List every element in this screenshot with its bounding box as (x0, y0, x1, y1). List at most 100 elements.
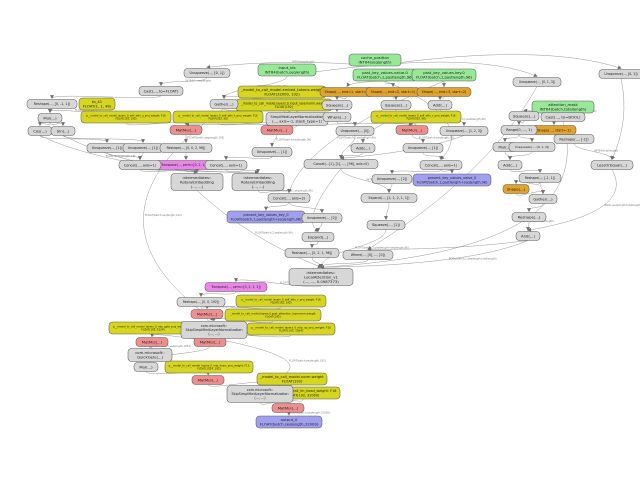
node-label: MatMul(...) (197, 311, 218, 316)
node-w_q: p__model_to_call_model_layers_0_self_att… (80, 110, 172, 124)
node-concat_shape: Concat(...[1], [1], ..., [96], axis=0) (303, 159, 379, 169)
edge-label: FLOAT(batch,seqlength,32000) (290, 411, 330, 415)
node-label: MatMul(...) (142, 339, 163, 344)
node-label: FLOAT(192, 192) (116, 116, 137, 120)
node-label: intermediates:: (183, 175, 212, 180)
node-label: FLOAT(1, 1, 48) (83, 105, 112, 109)
node-w_up: p__model_to_call_model_layers_0_mlp_up_p… (246, 322, 336, 336)
edge (509, 169, 542, 174)
node-label: p__model_to_call_model_layers_0_self_att… (376, 113, 455, 117)
edge-label: FLOAT(batch,1,pastlength,96) (337, 135, 376, 139)
node-label: FLOAT(192, 1024) (141, 327, 164, 331)
node-cos: Cos(...) (27, 126, 53, 136)
node-label: QuickGelu(...) (137, 355, 164, 360)
node-label: Reshape(..., [-1, 1]) (525, 176, 555, 180)
edge-label: FLOAT(batch,seqlength,1024) (153, 344, 191, 348)
node-label: Concat(..., axis=1) (124, 163, 157, 167)
node-label: Unsqueeze(..., [1]) (128, 146, 158, 150)
node-label: Squeeze(...) (326, 103, 349, 107)
node-label: Reshape(..., [0, -1, 1]) (34, 102, 71, 106)
edge (62, 135, 145, 144)
node-label: to_41 (92, 100, 102, 104)
node-concat_b: Concat(..., axis=1) (204, 160, 248, 170)
node-gather_e: Gather(...) (209, 99, 239, 109)
node-w_embed: _model_to_call_model.embed_tokens.weight… (237, 85, 327, 99)
node-concat_a: Concat(..., axis=1) (118, 160, 162, 170)
edge (527, 203, 544, 213)
node-w_k: p__model_to_call_model_layers_0_self_att… (172, 110, 264, 124)
node-label: INT64(batch,totallength) (540, 107, 587, 112)
edge-label: FLOAT(batch,seqlength,192) (188, 135, 225, 139)
edge (503, 134, 520, 143)
node-unsq_b1: Unsqueeze(..., [1]) (86, 143, 128, 153)
node-label: Reshape(..., [0, 2, 1, 96]) (292, 251, 333, 255)
node-sq_b: Squeeze(...) (380, 100, 412, 110)
edge: INT64(totallength) (573, 143, 618, 161)
node-tr2: Transpose(..., perm=[0, 2, 1, 3]) (204, 282, 268, 292)
node-label: Unsqueeze(..., [0, 1, 3]) (519, 80, 555, 84)
node-w_v: p__model_to_call_model_layers_0_self_att… (370, 110, 462, 124)
node-label: Shape(..., end=2, start=1) (371, 90, 416, 94)
node-label: past_key_values.key.0 (423, 71, 465, 75)
node-unsq_d1: Unsqueeze(..., [1]) (251, 147, 293, 157)
node-label: Reshape(..., [0, 0, 192]) (183, 300, 219, 304)
node-label: SkipSimplifiedLayerNormalization (185, 328, 242, 332)
graph-nodes: input_idsINT64(batch,seqlength)cache_pos… (26, 53, 640, 429)
edge-label: FLOAT(1,seqlength,48) (106, 154, 135, 158)
edge (518, 134, 534, 143)
node-past_value: past_key_values.value.0FLOAT(batch,1,pas… (352, 68, 418, 82)
node-mm_q: MatMul(...) (169, 125, 203, 135)
node-label: Sin(...) (57, 128, 70, 133)
node-label: Mul(...) (498, 144, 512, 149)
node-label: com.microsoft:: (201, 324, 227, 328)
node-label: present_key_values_key_0 (243, 213, 288, 217)
node-out_present_key: present_key_values_key_0FLOAT(batch,1,pa… (226, 210, 306, 224)
node-label: intermediates:: (307, 270, 336, 275)
node-w_norm: _model_to_call_model.norm.weightFLOAT(19… (256, 372, 328, 386)
edge (517, 120, 525, 126)
node-label: output_0 (281, 417, 298, 422)
node-label: FLOAT(192, 96) (406, 116, 425, 120)
node-range_a: Range(0, ..., 1) (500, 125, 538, 135)
node-label: attention_mask (548, 102, 578, 107)
node-label: FLOAT(192, 96) (208, 116, 227, 120)
node-label: Where(...) (328, 114, 347, 119)
node-label: cache_position (361, 55, 390, 60)
node-label: Cast(..., to=FLOAT) (144, 89, 179, 93)
node-label: FLOAT(192) (282, 379, 303, 383)
node-label: FLOAT(192, 1024) (279, 329, 303, 333)
edge: FLOAT(batch,2,pastlength+seqlength,96) (319, 229, 409, 269)
edge (390, 169, 442, 175)
edge (440, 169, 454, 174)
node-w_post_ln: _model_to_call_model.layers.0.post_atten… (224, 308, 322, 322)
node-label: Concat(..., axis=1) (425, 163, 458, 167)
node-label: Squeeze(...) (385, 103, 408, 107)
node-mm_gate: MatMul(...) (135, 337, 169, 347)
node-label: Concat(..., axis=1) (210, 163, 243, 167)
node-label: Shape(..., start=-1) (537, 128, 571, 132)
edge (319, 259, 369, 269)
node-label: FLOAT(32000, 192) (264, 93, 300, 97)
node-label: Reshape(..., [-1]) (559, 137, 589, 141)
edge-label: FLOAT(batch,seqlength,192) (145, 213, 182, 217)
node-label: _model_to_call_model.embed_tokens.weight (240, 88, 324, 92)
node-label: SimplifiedLayerNormalization (270, 115, 323, 119)
edge (384, 80, 395, 88)
node-w_o: p__model_to_call_model_layers_0_self_att… (235, 294, 327, 308)
edge (50, 95, 162, 100)
edge-label: FLOAT(batch,seqlength,96) (419, 135, 454, 139)
node-label: INT64(batch,seqlength) (265, 70, 310, 75)
edge: FLOAT(batch,seqlength,32000) (286, 411, 330, 416)
node-label: Squeeze(...) (513, 114, 536, 118)
edge (224, 156, 273, 161)
edge (392, 96, 398, 101)
node-unsq_g: Unsqueeze(..., [0, 1, 2]) (508, 142, 556, 152)
node-label: p__model_to_call_model_layers_0_mlp_down… (169, 363, 250, 367)
node-label: (..., ...) (254, 396, 266, 400)
node-label: (..., axis=-1, stash_type=1) (272, 119, 322, 123)
edge-label: FLOAT(batch,2,pastlength+seqlength,96) (355, 245, 409, 249)
node-qgelu: com.microsoft::QuickGelu(...) (127, 348, 173, 362)
